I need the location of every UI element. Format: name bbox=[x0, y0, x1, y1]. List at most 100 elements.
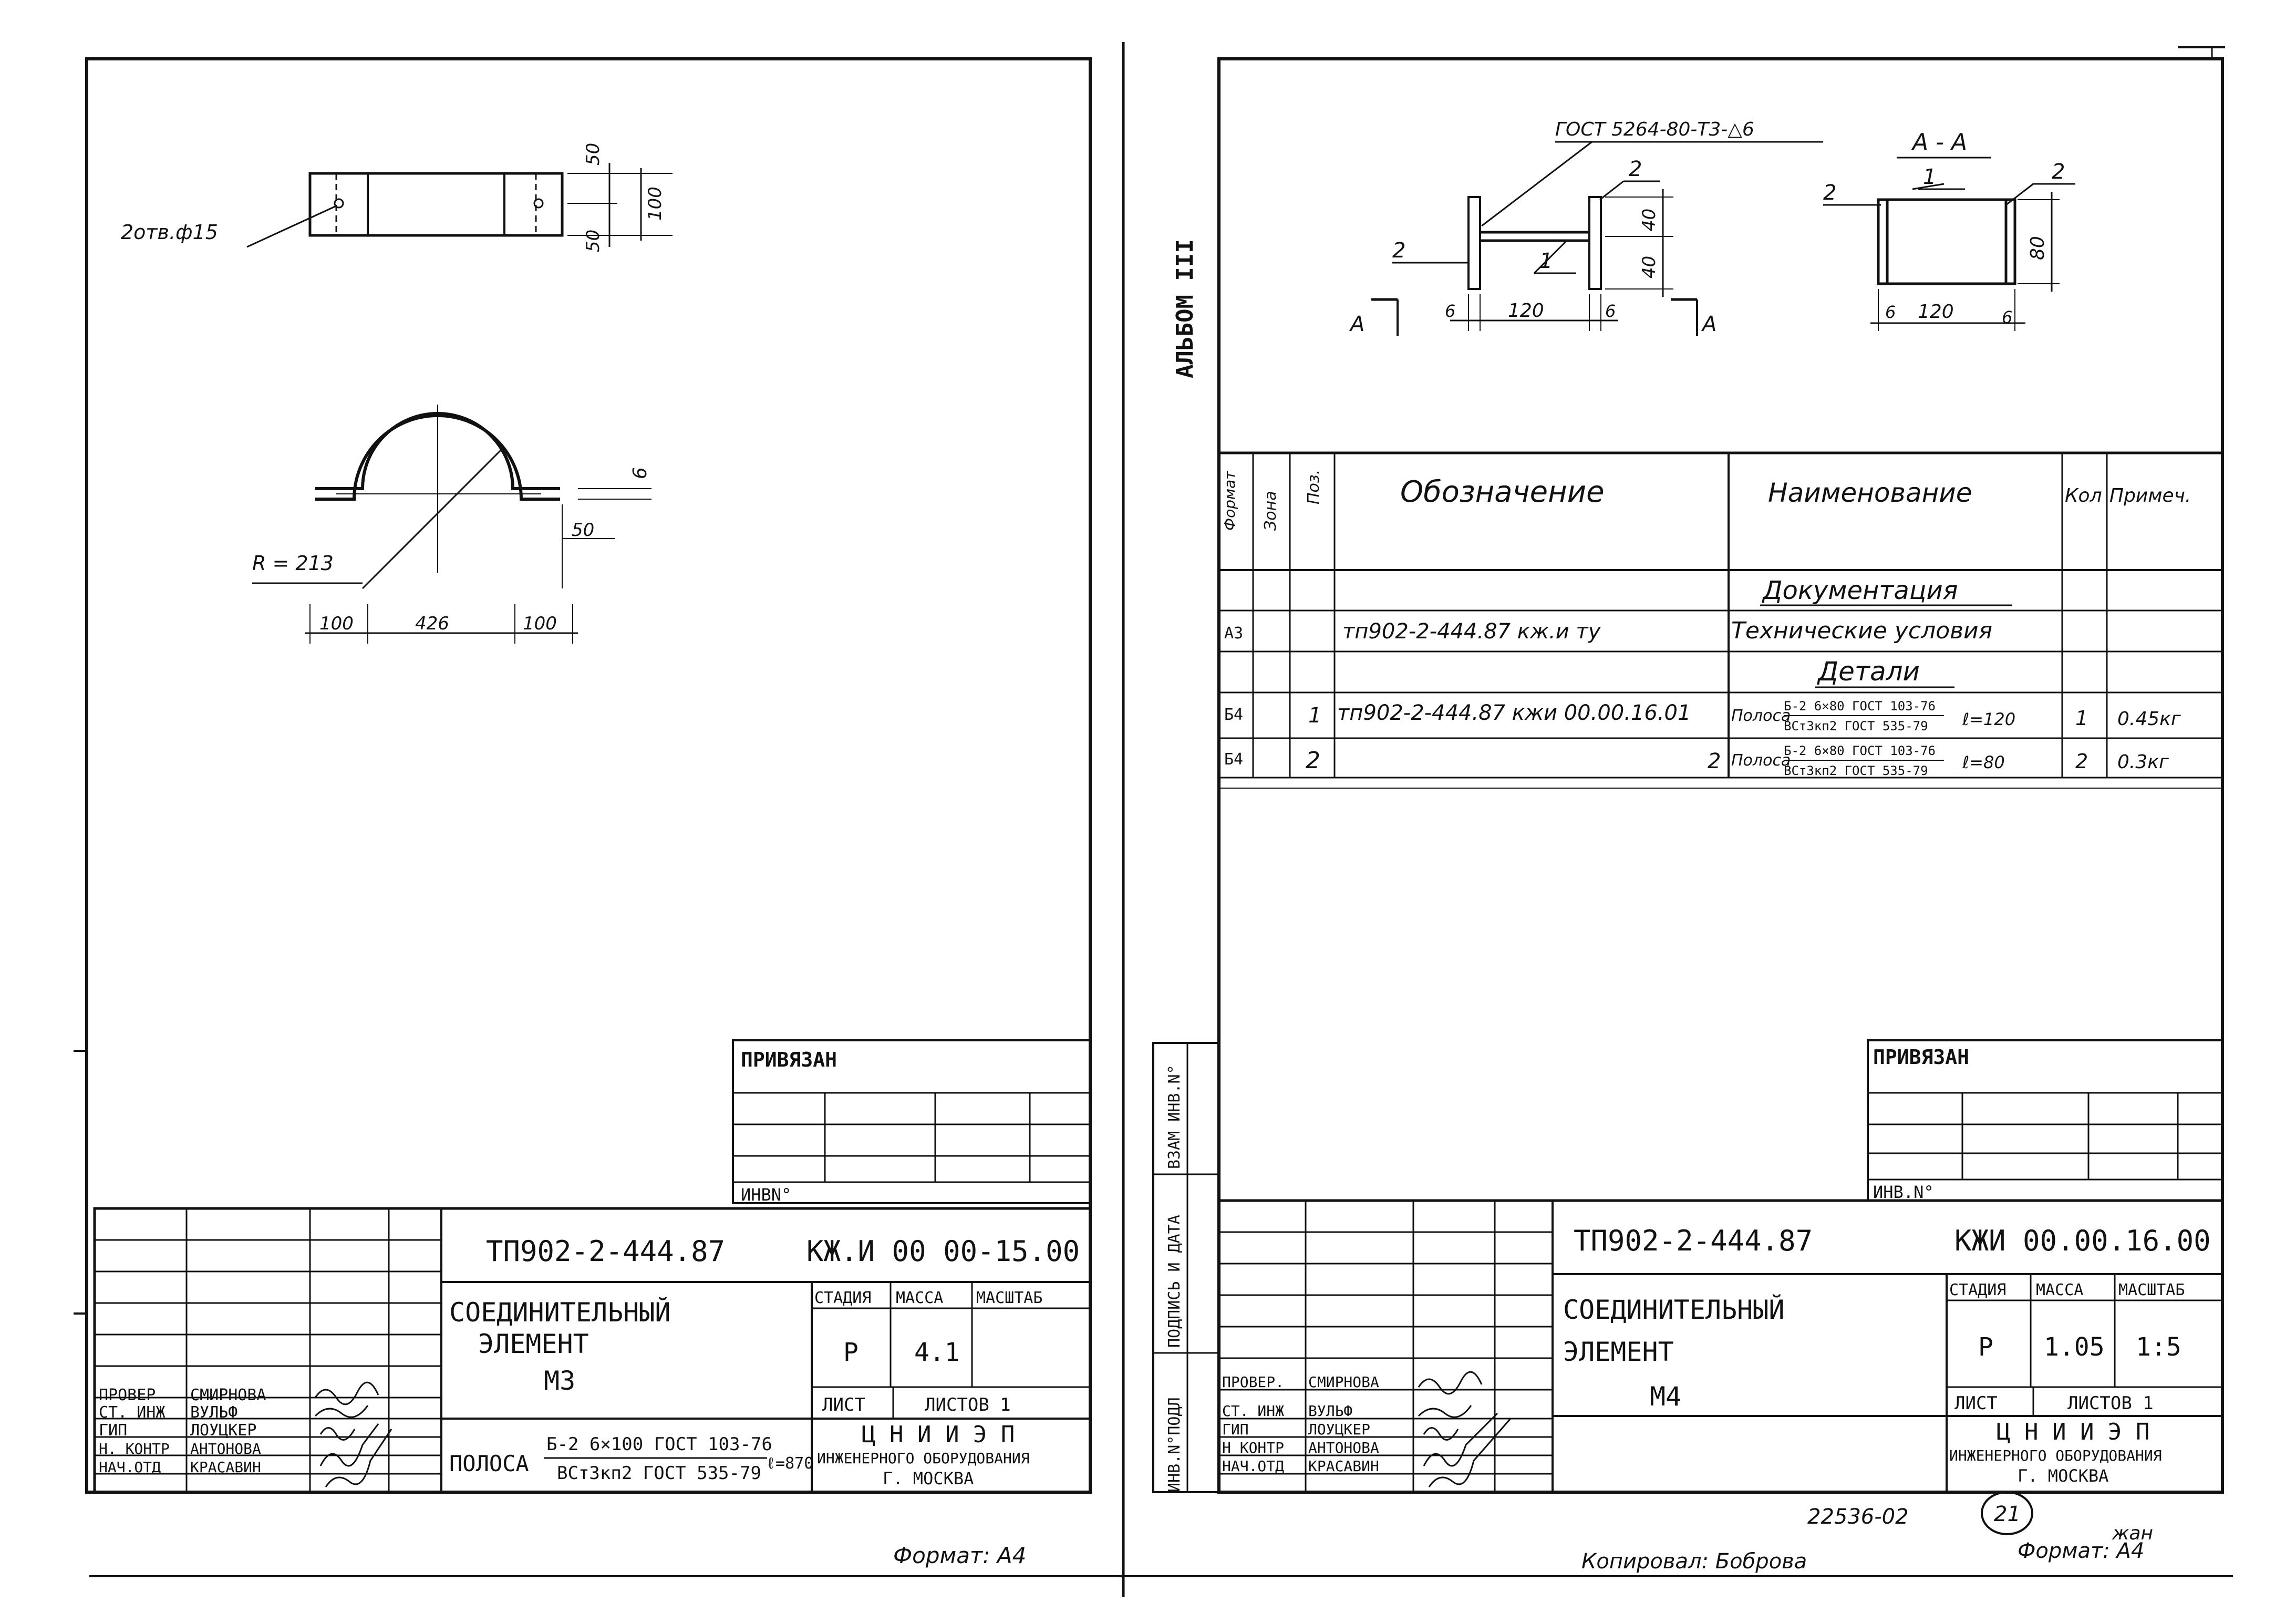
right-h-stage: СТАДИЯ bbox=[1949, 1281, 2006, 1299]
left-inv-label: ИНВN° bbox=[741, 1185, 791, 1205]
right-section-view: А - А 2 1 2 80 6 120 6 bbox=[1823, 129, 2075, 331]
row1-name-bottom: ВСт3кп2 ГОСТ 535-79 bbox=[1784, 719, 1928, 733]
row1-qty: 1 bbox=[2075, 707, 2088, 730]
left-person-3: АНТОНОВА bbox=[190, 1440, 261, 1457]
row2-format: Б4 bbox=[1224, 750, 1243, 769]
dim-40-a: 40 bbox=[1639, 209, 1660, 231]
pos2-b: 2 bbox=[1629, 157, 1642, 181]
right-privyazan-title: ПРИВЯЗАН bbox=[1873, 1046, 1969, 1069]
right-privyazan: ПРИВЯЗАН ИНВ.N° bbox=[1867, 1039, 2223, 1202]
dim-50-bottom: 50 bbox=[583, 230, 604, 252]
sec-pos2-right: 2 bbox=[2052, 160, 2065, 184]
right-sheets: ЛИСТОВ 1 bbox=[2067, 1393, 2154, 1414]
row1-note: 0.45кг bbox=[2117, 708, 2181, 730]
row2-designation: 2 bbox=[1708, 749, 1721, 773]
left-role-4: НАЧ.ОТД bbox=[99, 1459, 161, 1476]
left-role-1: СТ. ИНЖ bbox=[99, 1403, 165, 1422]
cut-a-left: А bbox=[1349, 312, 1364, 336]
left-person-1: ВУЛЬФ bbox=[190, 1403, 237, 1422]
spec-table: Формат Зона Поз. Обозначение Наименовани… bbox=[1219, 451, 2222, 789]
left-org1: Ц Н И И Э П bbox=[862, 1421, 1015, 1448]
left-sheets: ЛИСТОВ 1 bbox=[925, 1394, 1011, 1415]
dim-40-b: 40 bbox=[1639, 256, 1660, 278]
row2-pos: 2 bbox=[1306, 747, 1320, 774]
right-inv-label: ИНВ.N° bbox=[1873, 1182, 1934, 1202]
right-people: ПРОВЕР. СМИРНОВА СТ. ИНЖ ВУЛЬФ ГИП ЛОУЦК… bbox=[1222, 1373, 1379, 1475]
radius-label: R = 213 bbox=[252, 552, 334, 575]
left-name-line3: М3 bbox=[544, 1366, 575, 1396]
row2-name-len: ℓ=80 bbox=[1962, 752, 2005, 772]
section-docs: Документация bbox=[1762, 576, 1958, 605]
right-org3: Г. МОСКВА bbox=[2018, 1466, 2108, 1486]
section-title: А - А bbox=[1911, 129, 1967, 156]
footer-page: 21 bbox=[1994, 1502, 2021, 1526]
footer-number: 22536-02 bbox=[1807, 1505, 1909, 1529]
right-h-mass: МАССА bbox=[2036, 1281, 2083, 1299]
left-person-4: КРАСАВИН bbox=[190, 1459, 261, 1476]
left-org3: Г. МОСКВА bbox=[883, 1469, 974, 1488]
left-privyazan: ПРИВЯЗАН ИНВN° bbox=[732, 1039, 1091, 1205]
h-format: Формат bbox=[1221, 471, 1238, 531]
left-material-len: ℓ=870 bbox=[766, 1454, 813, 1473]
right-role-1: СТ. ИНЖ bbox=[1222, 1402, 1284, 1420]
right-role-2: ГИП bbox=[1222, 1421, 1249, 1438]
row2-note: 0.3кг bbox=[2117, 751, 2169, 773]
footer-format: Формат: А4 bbox=[2018, 1539, 2144, 1563]
left-material-bottom: ВСт3кп2 ГОСТ 535-79 bbox=[557, 1463, 761, 1484]
dim-6: 6 bbox=[629, 467, 651, 479]
left-title-block: ТП902-2-444.87 КЖ.И 00 00-15.00 СОЕДИНИТ… bbox=[93, 1207, 1092, 1494]
right-stage: Р bbox=[1978, 1332, 1993, 1362]
row1-name-len: ℓ=120 bbox=[1962, 709, 2015, 729]
row1-name-top: Б-2 6×80 ГОСТ 103-76 bbox=[1784, 699, 1936, 714]
footer-handwritten: жан bbox=[2112, 1523, 2153, 1544]
h-zone: Зона bbox=[1261, 491, 1280, 531]
row0-name: Технические условия bbox=[1731, 617, 1992, 644]
left-frame bbox=[85, 57, 1092, 1494]
right-title-block: ТП902-2-444.87 КЖИ 00.00.16.00 СОЕДИНИТЕ… bbox=[1217, 1199, 2224, 1494]
right-side-strip: ИНВ.N°ПОДЛ ПОДПИСЬ И ДАТА ВЗАМ ИНВ.N° bbox=[1152, 1042, 1220, 1493]
left-person-2: ЛОУЦКЕР bbox=[190, 1421, 256, 1440]
right-person-1: ВУЛЬФ bbox=[1308, 1402, 1352, 1420]
left-privyazan-title: ПРИВЯЗАН bbox=[741, 1048, 837, 1071]
row0-format: А3 bbox=[1224, 624, 1243, 643]
dim-50-top: 50 bbox=[583, 143, 604, 166]
right-role-3: Н КОНТР bbox=[1222, 1439, 1284, 1456]
right-person-2: ЛОУЦКЕР bbox=[1308, 1421, 1370, 1438]
right-role-0: ПРОВЕР. bbox=[1222, 1373, 1284, 1391]
right-person-0: СМИРНОВА bbox=[1308, 1373, 1379, 1391]
row1-format: Б4 bbox=[1224, 706, 1243, 724]
right-name-line1: СОЕДИНИТЕЛЬНЫЙ bbox=[1563, 1294, 1784, 1325]
pos1-a: 1 bbox=[1539, 249, 1553, 273]
row2-name-prefix: Полоса bbox=[1731, 751, 1791, 770]
h-pos: Поз. bbox=[1305, 470, 1323, 504]
right-mass: 1.05 bbox=[2044, 1332, 2105, 1362]
left-name-line2: ЭЛЕМЕНТ bbox=[478, 1329, 589, 1359]
left-sheet: ЛИСТ bbox=[822, 1394, 865, 1415]
left-people: ПРОВЕР СМИРНОВА СТ. ИНЖ ВУЛЬФ ГИП ЛОУЦКЕ… bbox=[99, 1386, 266, 1476]
right-person-3: АНТОНОВА bbox=[1308, 1439, 1379, 1456]
right-sheet: ЛИСТ bbox=[1954, 1393, 1998, 1414]
left-code: КЖ.И 00 00-15.00 bbox=[806, 1235, 1080, 1268]
right-frame bbox=[1217, 57, 2224, 1494]
row2-name-bottom: ВСт3кп2 ГОСТ 535-79 bbox=[1784, 763, 1928, 778]
row2-name-top: Б-2 6×80 ГОСТ 103-76 bbox=[1784, 743, 1936, 758]
left-format: Формат: А4 bbox=[893, 1543, 1026, 1568]
left-material-top: Б-2 6×100 ГОСТ 103-76 bbox=[546, 1434, 772, 1455]
h-note: Примеч. bbox=[2109, 485, 2191, 506]
row0-designation: тп902-2-444.87 кж.и ту bbox=[1342, 619, 1601, 644]
left-org2: ИНЖЕНЕРНОГО ОБОРУДОВАНИЯ bbox=[817, 1450, 1030, 1467]
weld-label: ГОСТ 5264-80-Т3-△6 bbox=[1555, 119, 1754, 140]
row1-pos: 1 bbox=[1308, 704, 1321, 728]
left-role-0: ПРОВЕР bbox=[99, 1386, 156, 1404]
right-doc-number: ТП902-2-444.87 bbox=[1574, 1224, 1813, 1257]
dim-100-right: 100 bbox=[523, 613, 557, 634]
row1-name-prefix: Полоса bbox=[1731, 707, 1791, 725]
left-h-mass: МАССА bbox=[896, 1289, 943, 1307]
footer-page-circle bbox=[1981, 1491, 2033, 1535]
left-role-3: Н. КОНТР bbox=[99, 1440, 170, 1457]
left-stage: Р bbox=[843, 1338, 859, 1367]
left-material-prefix: ПОЛОСА bbox=[449, 1451, 529, 1476]
sec-pos2-left: 2 bbox=[1823, 181, 1836, 205]
album-label: АЛЬБОМ III bbox=[1172, 239, 1198, 378]
